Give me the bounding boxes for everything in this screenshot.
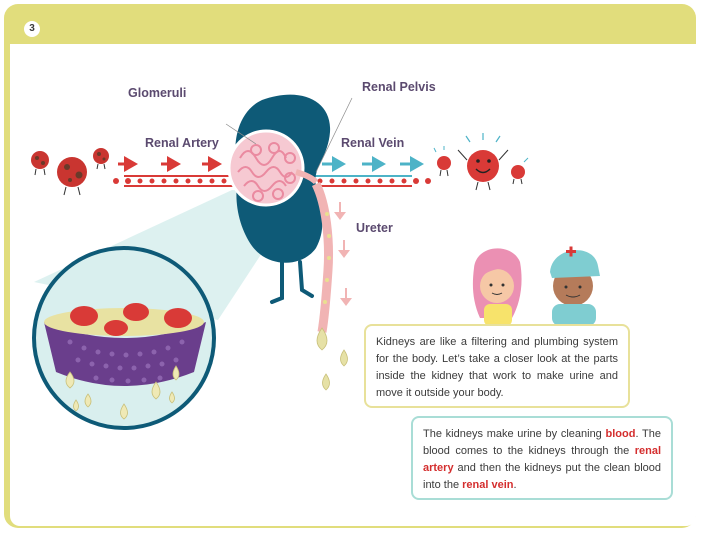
label-ureter: Ureter: [356, 221, 393, 235]
dirty-blood-cells: [31, 148, 109, 195]
explanation-part-3: and then the kidneys put the clean blood…: [423, 462, 661, 491]
explanation-part-4: .: [514, 479, 517, 491]
renal-artery-track: [113, 176, 240, 186]
label-glomeruli: Glomeruli: [128, 86, 186, 100]
renal-vein-arrows: [322, 156, 424, 172]
urine-drops: [317, 328, 348, 390]
intro-text: Kidneys are like a filtering and plumbin…: [376, 336, 618, 399]
renal-artery-arrows: [118, 156, 222, 172]
label-renal-artery: Renal Artery: [145, 136, 219, 150]
filter-bowl-zoom: [34, 248, 214, 428]
explanation-part-1: The kidneys make urine by cleaning: [423, 428, 606, 440]
ureter-arrows: [334, 202, 352, 306]
highlight-blood: blood: [606, 428, 636, 440]
blood-cleaning-text-box: The kidneys make urine by cleaning blood…: [411, 416, 673, 500]
kids-illustration: [473, 247, 600, 327]
label-renal-pelvis: Renal Pelvis: [362, 80, 436, 94]
clean-blood-cells: [434, 133, 528, 190]
label-renal-vein: Renal Vein: [341, 136, 404, 150]
renal-vein-track: [312, 176, 431, 186]
highlight-renal-vein: renal vein: [462, 479, 513, 491]
intro-text-box: Kidneys are like a filtering and plumbin…: [364, 324, 630, 408]
